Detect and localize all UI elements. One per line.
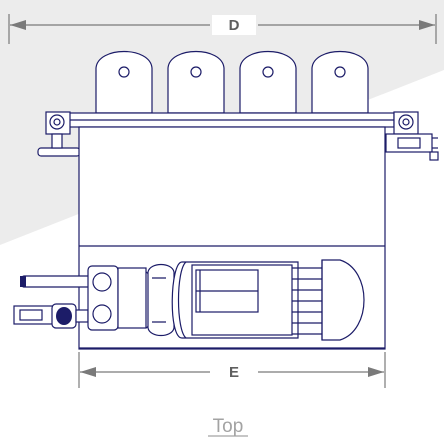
electric-motor	[171, 259, 365, 341]
view-label-group: Top	[208, 416, 248, 437]
cylinder-unit	[239, 50, 297, 114]
right-end-fitting	[385, 111, 439, 161]
dimension-e: E	[78, 352, 386, 388]
left-end-fitting	[37, 111, 81, 157]
inlet-pipe-lower	[13, 303, 89, 329]
cylinder-units	[95, 50, 369, 114]
view-label: Top	[213, 416, 244, 437]
cylinder-unit	[311, 50, 369, 114]
dimension-d-label: D	[229, 17, 240, 34]
dimension-d: D	[8, 14, 437, 44]
cylinder-unit	[167, 50, 225, 114]
inlet-pipe-upper	[20, 275, 93, 288]
dimension-e-label: E	[229, 364, 239, 381]
cylinder-unit	[95, 50, 153, 114]
top-rail	[51, 112, 395, 128]
coupling	[147, 263, 175, 337]
